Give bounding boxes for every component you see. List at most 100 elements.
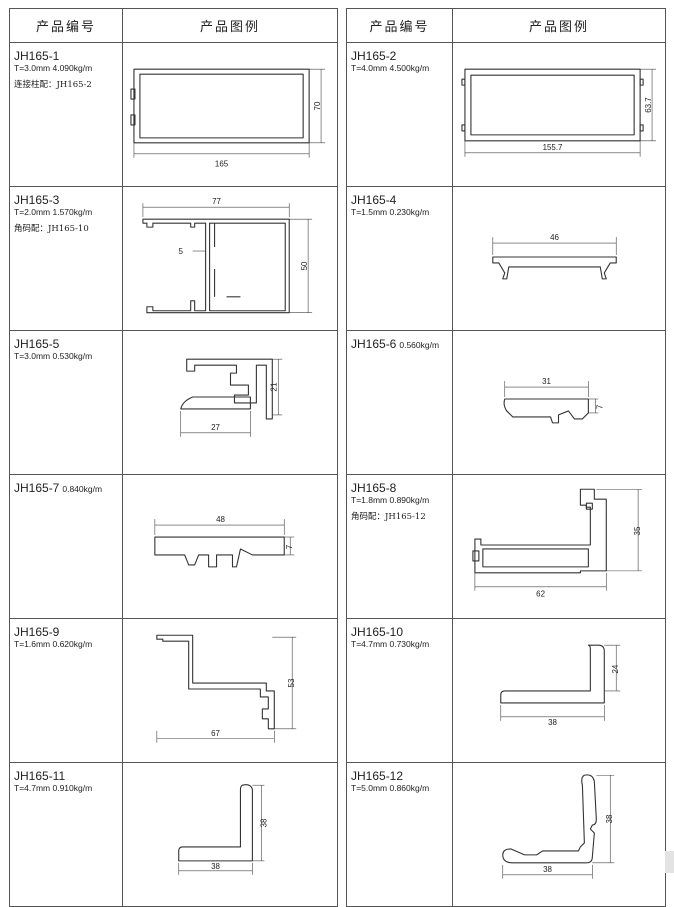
product-note: 连接柱配：JH165-2 <box>14 80 92 90</box>
dimension-label: 53 <box>287 678 296 687</box>
profile-drawing-jh165-2: 155.7 63.7 <box>461 68 657 157</box>
product-info: JH165-12 T=5.0mm 0.860kg/m <box>346 762 453 907</box>
product-drawing: 38 24 <box>452 618 666 763</box>
product-note: 角码配：JH165-12 <box>351 512 426 522</box>
product-code: JH165-1 <box>14 49 60 63</box>
profile-drawing-jh165-11: 38 38 <box>178 784 268 875</box>
product-drawing: 46 <box>452 186 666 331</box>
profile-drawing-jh165-10: 38 24 <box>500 644 620 727</box>
product-info: JH165-1 T=3.0mm 4.090kg/m 连接柱配：JH165-2 <box>9 42 123 187</box>
product-drawing: 31 7 <box>452 330 666 475</box>
dimension-label: 48 <box>216 515 225 524</box>
product-code: JH165-9 <box>14 625 60 639</box>
dimension-label: 70 <box>313 101 322 110</box>
product-code: JH165-5 <box>14 337 60 351</box>
profile-drawing-jh165-3: 77 5 50 <box>142 197 313 314</box>
dimension-label: 38 <box>543 865 552 874</box>
product-drawing: 38 38 <box>122 762 338 907</box>
product-row: JH165-11 T=4.7mm 0.910kg/m 38 38 <box>9 762 338 907</box>
dimension-label: 38 <box>211 862 220 871</box>
dimension-label: 38 <box>548 718 557 727</box>
product-spec: 0.560kg/m <box>399 340 440 350</box>
product-row: JH165-3 T=2.0mm 1.570kg/m 角码配：JH165-10 7… <box>9 186 338 331</box>
header-product-drawing: 产品图例 <box>122 8 338 43</box>
header-product-drawing: 产品图例 <box>452 8 666 43</box>
left-catalog-table: 产品编号 产品图例 JH165-1 T=3.0mm 4.090kg/m 连接柱配… <box>9 8 338 907</box>
product-spec: T=1.8mm 0.890kg/m <box>351 495 430 505</box>
table-header-row: 产品编号 产品图例 <box>346 8 666 43</box>
product-info: JH165-10 T=4.7mm 0.730kg/m <box>346 618 453 763</box>
product-drawing: 38 38 <box>452 762 666 907</box>
product-drawing: 165 70 <box>122 42 338 187</box>
dimension-label: 38 <box>259 818 268 827</box>
product-spec: T=3.0mm 4.090kg/m <box>14 63 93 73</box>
product-info: JH165-8 T=1.8mm 0.890kg/m 角码配：JH165-12 <box>346 474 453 619</box>
dimension-label: 7 <box>595 404 604 409</box>
product-row: JH165-2 T=4.0mm 4.500kg/m 155.7 63.7 <box>346 42 666 187</box>
product-row: JH165-4 T=1.5mm 0.230kg/m 46 <box>346 186 666 331</box>
product-spec: T=3.0mm 0.530kg/m <box>14 351 93 361</box>
right-catalog-table: 产品编号 产品图例 JH165-2 T=4.0mm 4.500kg/m 155.… <box>346 8 666 907</box>
dimension-label: 27 <box>211 423 220 432</box>
dimension-label: 165 <box>215 160 229 169</box>
header-product-code: 产品编号 <box>346 8 453 43</box>
product-drawing: 77 5 50 <box>122 186 338 331</box>
product-spec: T=5.0mm 0.860kg/m <box>351 783 430 793</box>
profile-drawing-jh165-4: 46 <box>492 233 617 280</box>
dimension-label: 5 <box>179 247 184 256</box>
product-drawing: 155.7 63.7 <box>452 42 666 187</box>
product-info: JH165-5 T=3.0mm 0.530kg/m <box>9 330 123 475</box>
product-drawing: 67 53 <box>122 618 338 763</box>
dimension-label: 155.7 <box>543 143 563 152</box>
dimension-label: 21 <box>269 382 278 391</box>
product-spec: T=1.5mm 0.230kg/m <box>351 207 430 217</box>
product-code-text: JH165-7 <box>14 481 60 495</box>
product-info: JH165-3 T=2.0mm 1.570kg/m 角码配：JH165-10 <box>9 186 123 331</box>
profile-drawing-jh165-6: 31 7 <box>503 377 604 424</box>
product-drawing: 62 35 <box>452 474 666 619</box>
dimension-label: 24 <box>611 664 620 673</box>
product-info: JH165-11 T=4.7mm 0.910kg/m <box>9 762 123 907</box>
dimension-label: 77 <box>212 197 221 206</box>
product-spec: 0.840kg/m <box>62 484 103 494</box>
product-row: JH165-10 T=4.7mm 0.730kg/m 38 24 <box>346 618 666 763</box>
product-code: JH165-12 <box>351 769 404 783</box>
product-row: JH165-1 T=3.0mm 4.090kg/m 连接柱配：JH165-2 1… <box>9 42 338 187</box>
product-code-text: JH165-6 <box>351 337 397 351</box>
profile-drawing-jh165-7: 48 7 <box>154 515 294 568</box>
product-row: JH165-5 T=3.0mm 0.530kg/m 27 21 <box>9 330 338 475</box>
table-header-row: 产品编号 产品图例 <box>9 8 338 43</box>
product-code: JH165-2 <box>351 49 397 63</box>
scrollbar-stub[interactable] <box>665 851 674 873</box>
product-note: 角码配：JH165-10 <box>14 224 89 234</box>
product-spec: T=2.0mm 1.570kg/m <box>14 207 93 217</box>
profile-drawing-jh165-12: 38 38 <box>502 774 614 879</box>
dimension-label: 50 <box>300 261 309 270</box>
product-row: JH165-8 T=1.8mm 0.890kg/m 角码配：JH165-12 6… <box>346 474 666 619</box>
product-code: JH165-11 <box>14 769 66 783</box>
product-code: JH165-4 <box>351 193 397 207</box>
product-drawing: 27 21 <box>122 330 338 475</box>
product-spec: T=4.0mm 4.500kg/m <box>351 63 430 73</box>
header-product-code: 产品编号 <box>9 8 123 43</box>
product-drawing: 48 7 <box>122 474 338 619</box>
product-code: JH165-8 <box>351 481 397 495</box>
profile-drawing-jh165-5: 27 21 <box>180 358 283 437</box>
dimension-label: 38 <box>605 814 614 823</box>
product-spec: T=4.7mm 0.730kg/m <box>351 639 430 649</box>
profile-drawing-jh165-9: 67 53 <box>156 634 296 743</box>
product-spec: T=1.6mm 0.620kg/m <box>14 639 93 649</box>
product-info: JH165-4 T=1.5mm 0.230kg/m <box>346 186 453 331</box>
dimension-label: 67 <box>211 729 220 738</box>
product-info: JH165-2 T=4.0mm 4.500kg/m <box>346 42 453 187</box>
dimension-label: 63.7 <box>644 97 653 113</box>
dimension-label: 31 <box>542 377 551 386</box>
profile-drawing-jh165-1: 165 70 <box>130 68 326 169</box>
dimension-label: 7 <box>285 544 294 549</box>
dimension-label: 35 <box>633 526 642 535</box>
